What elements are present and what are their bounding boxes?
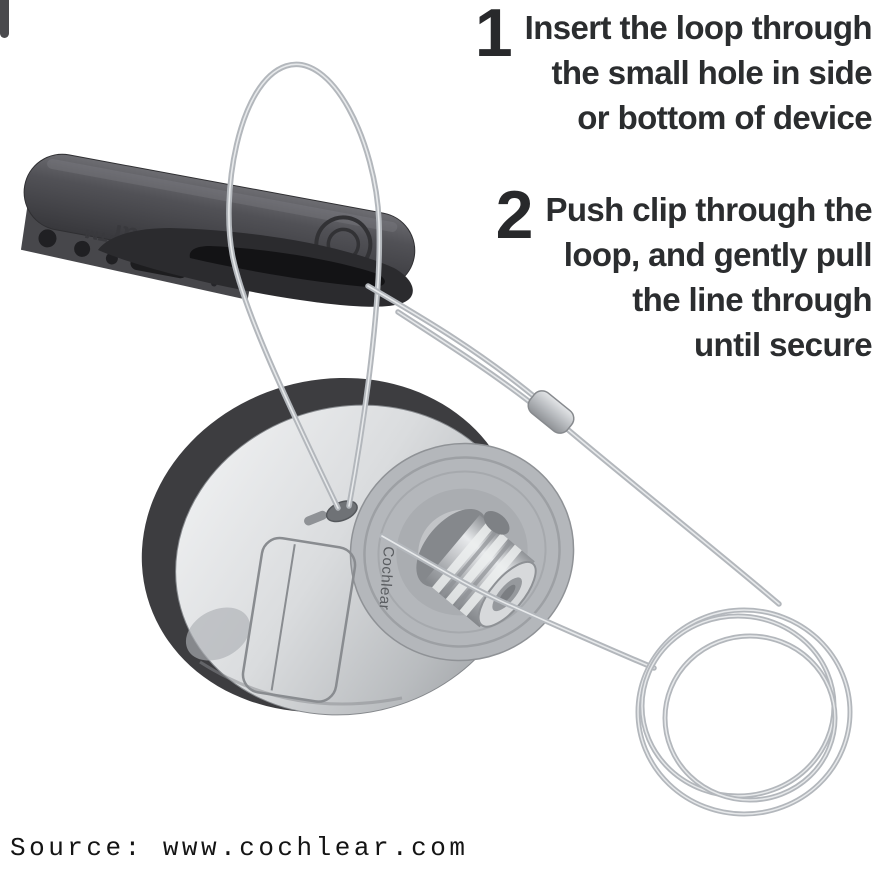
step-2-number: 2 xyxy=(495,177,534,253)
instruction-line: Push clip through the xyxy=(545,191,872,228)
instruction-line: Insert the loop through xyxy=(524,9,873,46)
device-button xyxy=(241,536,357,703)
wire-loop xyxy=(226,61,383,511)
instruction-line: the line through xyxy=(632,281,872,318)
safety-line-wire xyxy=(226,61,782,671)
clip-jaw-slot xyxy=(189,246,385,288)
corner-tab xyxy=(0,0,9,38)
step-1: 1 Insert the loop through the small hole… xyxy=(474,0,873,140)
crimp-ferrule xyxy=(527,390,575,434)
step-1-number: 1 xyxy=(474,0,513,71)
instruction-line: the small hole in side xyxy=(551,54,872,91)
safety-line-coil xyxy=(635,607,853,817)
wire-strands xyxy=(365,283,543,413)
device-brand-label: Cochlear xyxy=(376,546,397,611)
snap-connector xyxy=(416,508,537,628)
device-oval-detail xyxy=(185,607,251,661)
step-1-text: Insert the loop through the small hole i… xyxy=(524,2,873,140)
sound-processor: Cochlear xyxy=(141,377,575,716)
instruction-line: loop, and gently pull xyxy=(563,236,873,273)
source-caption: Source: www.cochlear.com xyxy=(10,833,469,863)
instruction-line: until secure xyxy=(693,326,873,363)
safety-line-clip: Cochlear™ xyxy=(20,153,416,307)
step-2-text: Push clip through the loop, and gently p… xyxy=(545,184,872,367)
step-2: 2 Push clip through the loop, and gently… xyxy=(495,177,873,367)
instruction-line: or bottom of device xyxy=(577,99,872,136)
